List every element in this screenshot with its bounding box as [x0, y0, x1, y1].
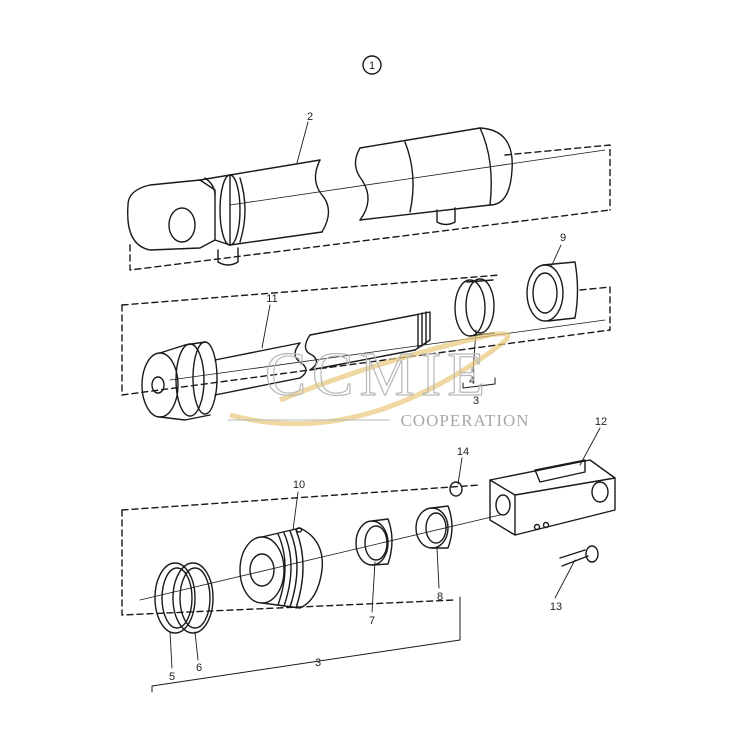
callout-8: 8 [437, 591, 443, 603]
watermark-brand-text: CCMIE [265, 341, 491, 409]
callout-7: 7 [369, 615, 375, 627]
watermark-swoosh [229, 331, 511, 427]
callout-12: 12 [595, 416, 607, 428]
callout-11: 11 [266, 293, 277, 305]
callout-13: 13 [550, 601, 562, 613]
piston-seal-assembly [121, 459, 616, 693]
callout-3-upper: 3 [473, 395, 479, 407]
callout-labels: 1 2 9 11 4 3 12 14 10 13 7 8 5 6 3 [169, 60, 607, 683]
callout-5: 5 [169, 671, 175, 683]
callout-2: 2 [307, 111, 313, 123]
view-marker-label: 1 [369, 60, 375, 72]
callout-4: 4 [469, 375, 475, 387]
callout-9: 9 [560, 232, 566, 244]
view-marker [362, 55, 382, 75]
callout-3-lower: 3 [315, 657, 321, 669]
callout-10: 10 [293, 479, 305, 491]
callout-6: 6 [196, 662, 202, 674]
brand-watermark: CCMIE COOPERATION [228, 331, 529, 430]
watermark-tagline: COOPERATION [400, 411, 529, 430]
piston-rod-assembly [121, 261, 611, 421]
callout-14: 14 [457, 446, 469, 458]
cylinder-tube-assembly [126, 127, 611, 271]
leader-lines [169, 121, 601, 669]
